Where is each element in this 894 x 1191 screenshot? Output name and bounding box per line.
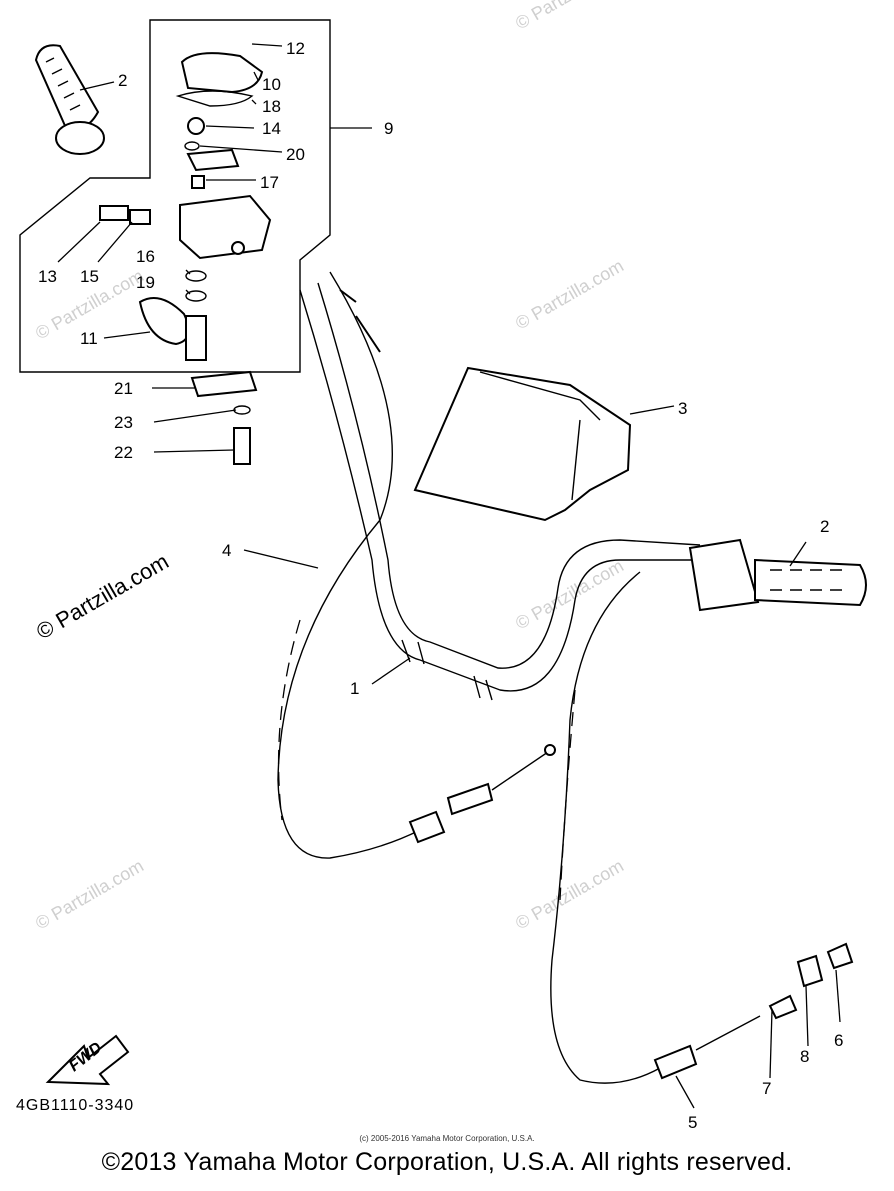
callout-6: 6	[834, 1031, 843, 1050]
callout-17: 17	[260, 173, 279, 192]
callout-19: 19	[136, 273, 155, 292]
callout-12: 12	[286, 39, 305, 58]
cable-5	[550, 571, 854, 1084]
callout-2-left-grip: 2	[118, 71, 127, 90]
callout-18: 18	[262, 97, 281, 116]
watermark-text: © Partzilla.com	[512, 255, 627, 333]
copyright-notice: ©2013 Yamaha Motor Corporation, U.S.A. A…	[101, 1148, 793, 1176]
callout-21: 21	[114, 379, 133, 398]
right-grip	[688, 538, 867, 612]
drawing-code: 4GB1110-3340	[16, 1097, 134, 1114]
watermark-text: © Partzilla.com	[512, 555, 627, 633]
watermark-text: © Partzilla.com	[32, 855, 147, 933]
small-copyright: (c) 2005-2016 Yamaha Motor Corporation, …	[359, 1134, 535, 1143]
watermark-text: © Partzilla.com	[512, 0, 627, 33]
cable-upper-connector	[339, 289, 381, 353]
leader-lines	[57, 43, 841, 1109]
callout-3: 3	[678, 399, 687, 418]
callout-1: 1	[350, 679, 359, 698]
callout-13: 13	[38, 267, 57, 286]
throttle-housing-parts	[99, 52, 272, 465]
callout-11: 11	[80, 329, 98, 348]
callout-5: 5	[688, 1113, 697, 1132]
callout-9: 9	[384, 119, 393, 138]
callout-20: 20	[286, 145, 305, 164]
fwd-arrow: FWD	[45, 1034, 130, 1086]
handlebar	[299, 282, 701, 701]
cable-4	[277, 271, 556, 859]
callout-4: 4	[222, 541, 231, 560]
callout-labels: 12 10 18 14 9 20 17 2 13 15 16 19 11 21 …	[38, 39, 843, 1132]
callout-2-right-grip: 2	[820, 517, 829, 536]
watermark-text-dark: © Partzilla.com	[32, 549, 173, 645]
callout-16: 16	[136, 247, 155, 266]
watermark-text: © Partzilla.com	[512, 855, 627, 933]
left-grip	[34, 44, 105, 155]
callout-7: 7	[762, 1079, 771, 1098]
handlebar-pad	[413, 366, 632, 522]
callout-22: 22	[114, 443, 133, 462]
callout-15: 15	[80, 267, 99, 286]
callout-23: 23	[114, 413, 133, 432]
callout-14: 14	[262, 119, 281, 138]
callout-8: 8	[800, 1047, 809, 1066]
callout-10: 10	[262, 75, 281, 94]
